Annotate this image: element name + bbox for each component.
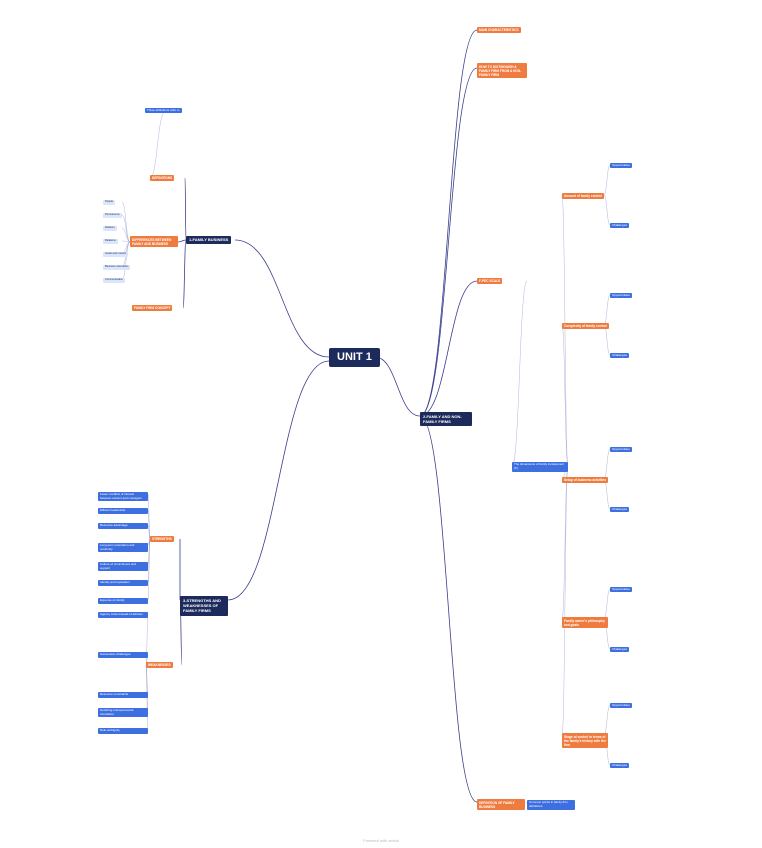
difference-item[interactable]: Goals and mission bbox=[103, 252, 129, 257]
main-characteristics-node[interactable]: MAIN CHARACTERISTICS bbox=[477, 27, 521, 34]
dimension-node[interactable]: Family owner's philosophy and goals bbox=[562, 617, 608, 629]
dimension-node[interactable]: Complexity of family control bbox=[562, 323, 609, 330]
branch-family-business[interactable]: 1-FAMILY BUSINESS bbox=[186, 236, 232, 244]
opportunities-node[interactable]: Opportunities bbox=[610, 163, 632, 168]
connector-challenges bbox=[603, 324, 611, 356]
challenges-node[interactable]: Challenges bbox=[610, 763, 630, 768]
difference-item[interactable]: Permanence bbox=[103, 213, 122, 218]
challenges-node[interactable]: Challenges bbox=[610, 223, 630, 228]
opportunities-node[interactable]: Opportunities bbox=[610, 703, 632, 708]
opportunities-node[interactable]: Opportunities bbox=[610, 447, 632, 452]
connector-strength bbox=[147, 538, 151, 601]
definitions-header[interactable]: Three definitions refer to bbox=[145, 108, 182, 113]
connector-strength bbox=[147, 538, 151, 546]
connector-root-branch3 bbox=[227, 360, 330, 601]
strength-item[interactable]: Resource advantage bbox=[98, 523, 148, 529]
branch-strengths-weaknesses[interactable]: 3-STRENGTHS AND WEAKNESSES OF FAMILY FIR… bbox=[180, 596, 228, 616]
connector-difference-item bbox=[121, 214, 131, 243]
differences-node[interactable]: DIFFERENCES BETWEEN FAMILY AND BUSINESS bbox=[130, 236, 178, 248]
weaknesses-node[interactable]: WEAKNESSES bbox=[146, 662, 173, 669]
root-node[interactable]: UNIT 1 bbox=[329, 348, 380, 367]
definitions-node[interactable]: DEFINITIONS bbox=[150, 175, 175, 182]
dimension-node[interactable]: Stage of control in terms of the family'… bbox=[562, 733, 608, 749]
connector-challenges bbox=[603, 194, 611, 226]
distinguish-node[interactable]: HOW TO DISTINGUISH A FAMILY FIRM FROM A … bbox=[477, 63, 527, 79]
connector-branch2-definition bbox=[419, 415, 478, 803]
difference-item[interactable]: Rotation bbox=[103, 226, 117, 231]
challenges-node[interactable]: Challenges bbox=[610, 507, 630, 512]
difference-item[interactable]: Relations bbox=[103, 239, 118, 244]
connector-difference-item bbox=[121, 201, 131, 243]
connector-definitions-header bbox=[149, 111, 166, 179]
weakness-item[interactable]: Resource constraints bbox=[98, 692, 148, 698]
connector-strength bbox=[147, 524, 151, 540]
connector-branch1-concept bbox=[182, 239, 187, 309]
strength-item[interactable]: Long-term orientation and continuity bbox=[98, 543, 148, 553]
opportunities-node[interactable]: Opportunities bbox=[610, 587, 632, 592]
connector-branch1-differences bbox=[177, 239, 187, 243]
connector-branch2-fpec bbox=[419, 280, 478, 417]
weakness-item[interactable]: Declining entrepreneurial orientation bbox=[98, 708, 148, 718]
challenges-node[interactable]: Challenges bbox=[610, 647, 630, 652]
strengths-node[interactable]: STRENGTHS bbox=[150, 536, 174, 543]
connector-strength bbox=[147, 509, 151, 540]
weakness-item[interactable]: Role ambiguity bbox=[98, 728, 148, 734]
difference-item[interactable]: Business orientation bbox=[103, 265, 131, 270]
connector-opportunities bbox=[603, 704, 611, 736]
footer-credit: Powered with xmind bbox=[363, 838, 399, 843]
connector-opportunities bbox=[603, 448, 611, 480]
connector-opportunities bbox=[603, 164, 611, 196]
branch-family-nonfamily[interactable]: 2-FAMILY AND NON-FAMILY FIRMS bbox=[420, 412, 472, 427]
connector-challenges bbox=[603, 478, 611, 510]
family-firm-concept-node[interactable]: FAMILY FIRM CONCEPT bbox=[132, 305, 173, 312]
connector-root-branch1 bbox=[234, 239, 330, 358]
challenges-node[interactable]: Challenges bbox=[610, 353, 630, 358]
connector-opportunities bbox=[603, 588, 611, 620]
dimensions-node[interactable]: The dimensions of family involvement (F) bbox=[512, 462, 568, 472]
common-points-node[interactable]: Common points in family firm definitions bbox=[527, 800, 575, 810]
dimension-node[interactable]: Setup of business activities bbox=[562, 477, 608, 484]
connector-root-branch2 bbox=[374, 356, 421, 417]
weakness-item[interactable]: Agency costs instead of altruism bbox=[98, 612, 148, 618]
connector-branch2-main bbox=[419, 29, 478, 417]
definition-family-business-node[interactable]: DEFINITION OF FAMILY BUSINESS bbox=[477, 799, 525, 811]
connector-dimension bbox=[561, 324, 569, 467]
connector-branch2-distinguish bbox=[419, 67, 478, 417]
connector-dimension bbox=[561, 465, 569, 620]
connector-fpec-dimensions bbox=[511, 280, 528, 467]
connector-difference-item bbox=[121, 227, 131, 243]
connector-branch1-definitions bbox=[184, 177, 187, 241]
opportunities-node[interactable]: Opportunities bbox=[610, 293, 632, 298]
difference-item[interactable]: People bbox=[103, 200, 116, 205]
connector-dimension bbox=[561, 465, 569, 736]
fpec-scale-node[interactable]: F-PEC SCALE bbox=[477, 278, 503, 285]
difference-item[interactable]: Communication bbox=[103, 278, 126, 283]
dimension-node[interactable]: Amount of family control bbox=[562, 193, 604, 200]
strength-item[interactable]: Culture of commitment and support bbox=[98, 562, 148, 572]
strength-item[interactable]: Expense on family bbox=[98, 598, 148, 604]
strength-item[interactable]: Fewer conflicts of interest between owne… bbox=[98, 492, 148, 502]
weakness-item[interactable]: Succession challenges bbox=[98, 652, 148, 658]
connector-difference-item bbox=[121, 240, 131, 243]
connector-opportunities bbox=[603, 294, 611, 326]
strength-item[interactable]: Identity and reputation bbox=[98, 580, 148, 586]
strength-item[interactable]: Efficient leadership bbox=[98, 508, 148, 514]
